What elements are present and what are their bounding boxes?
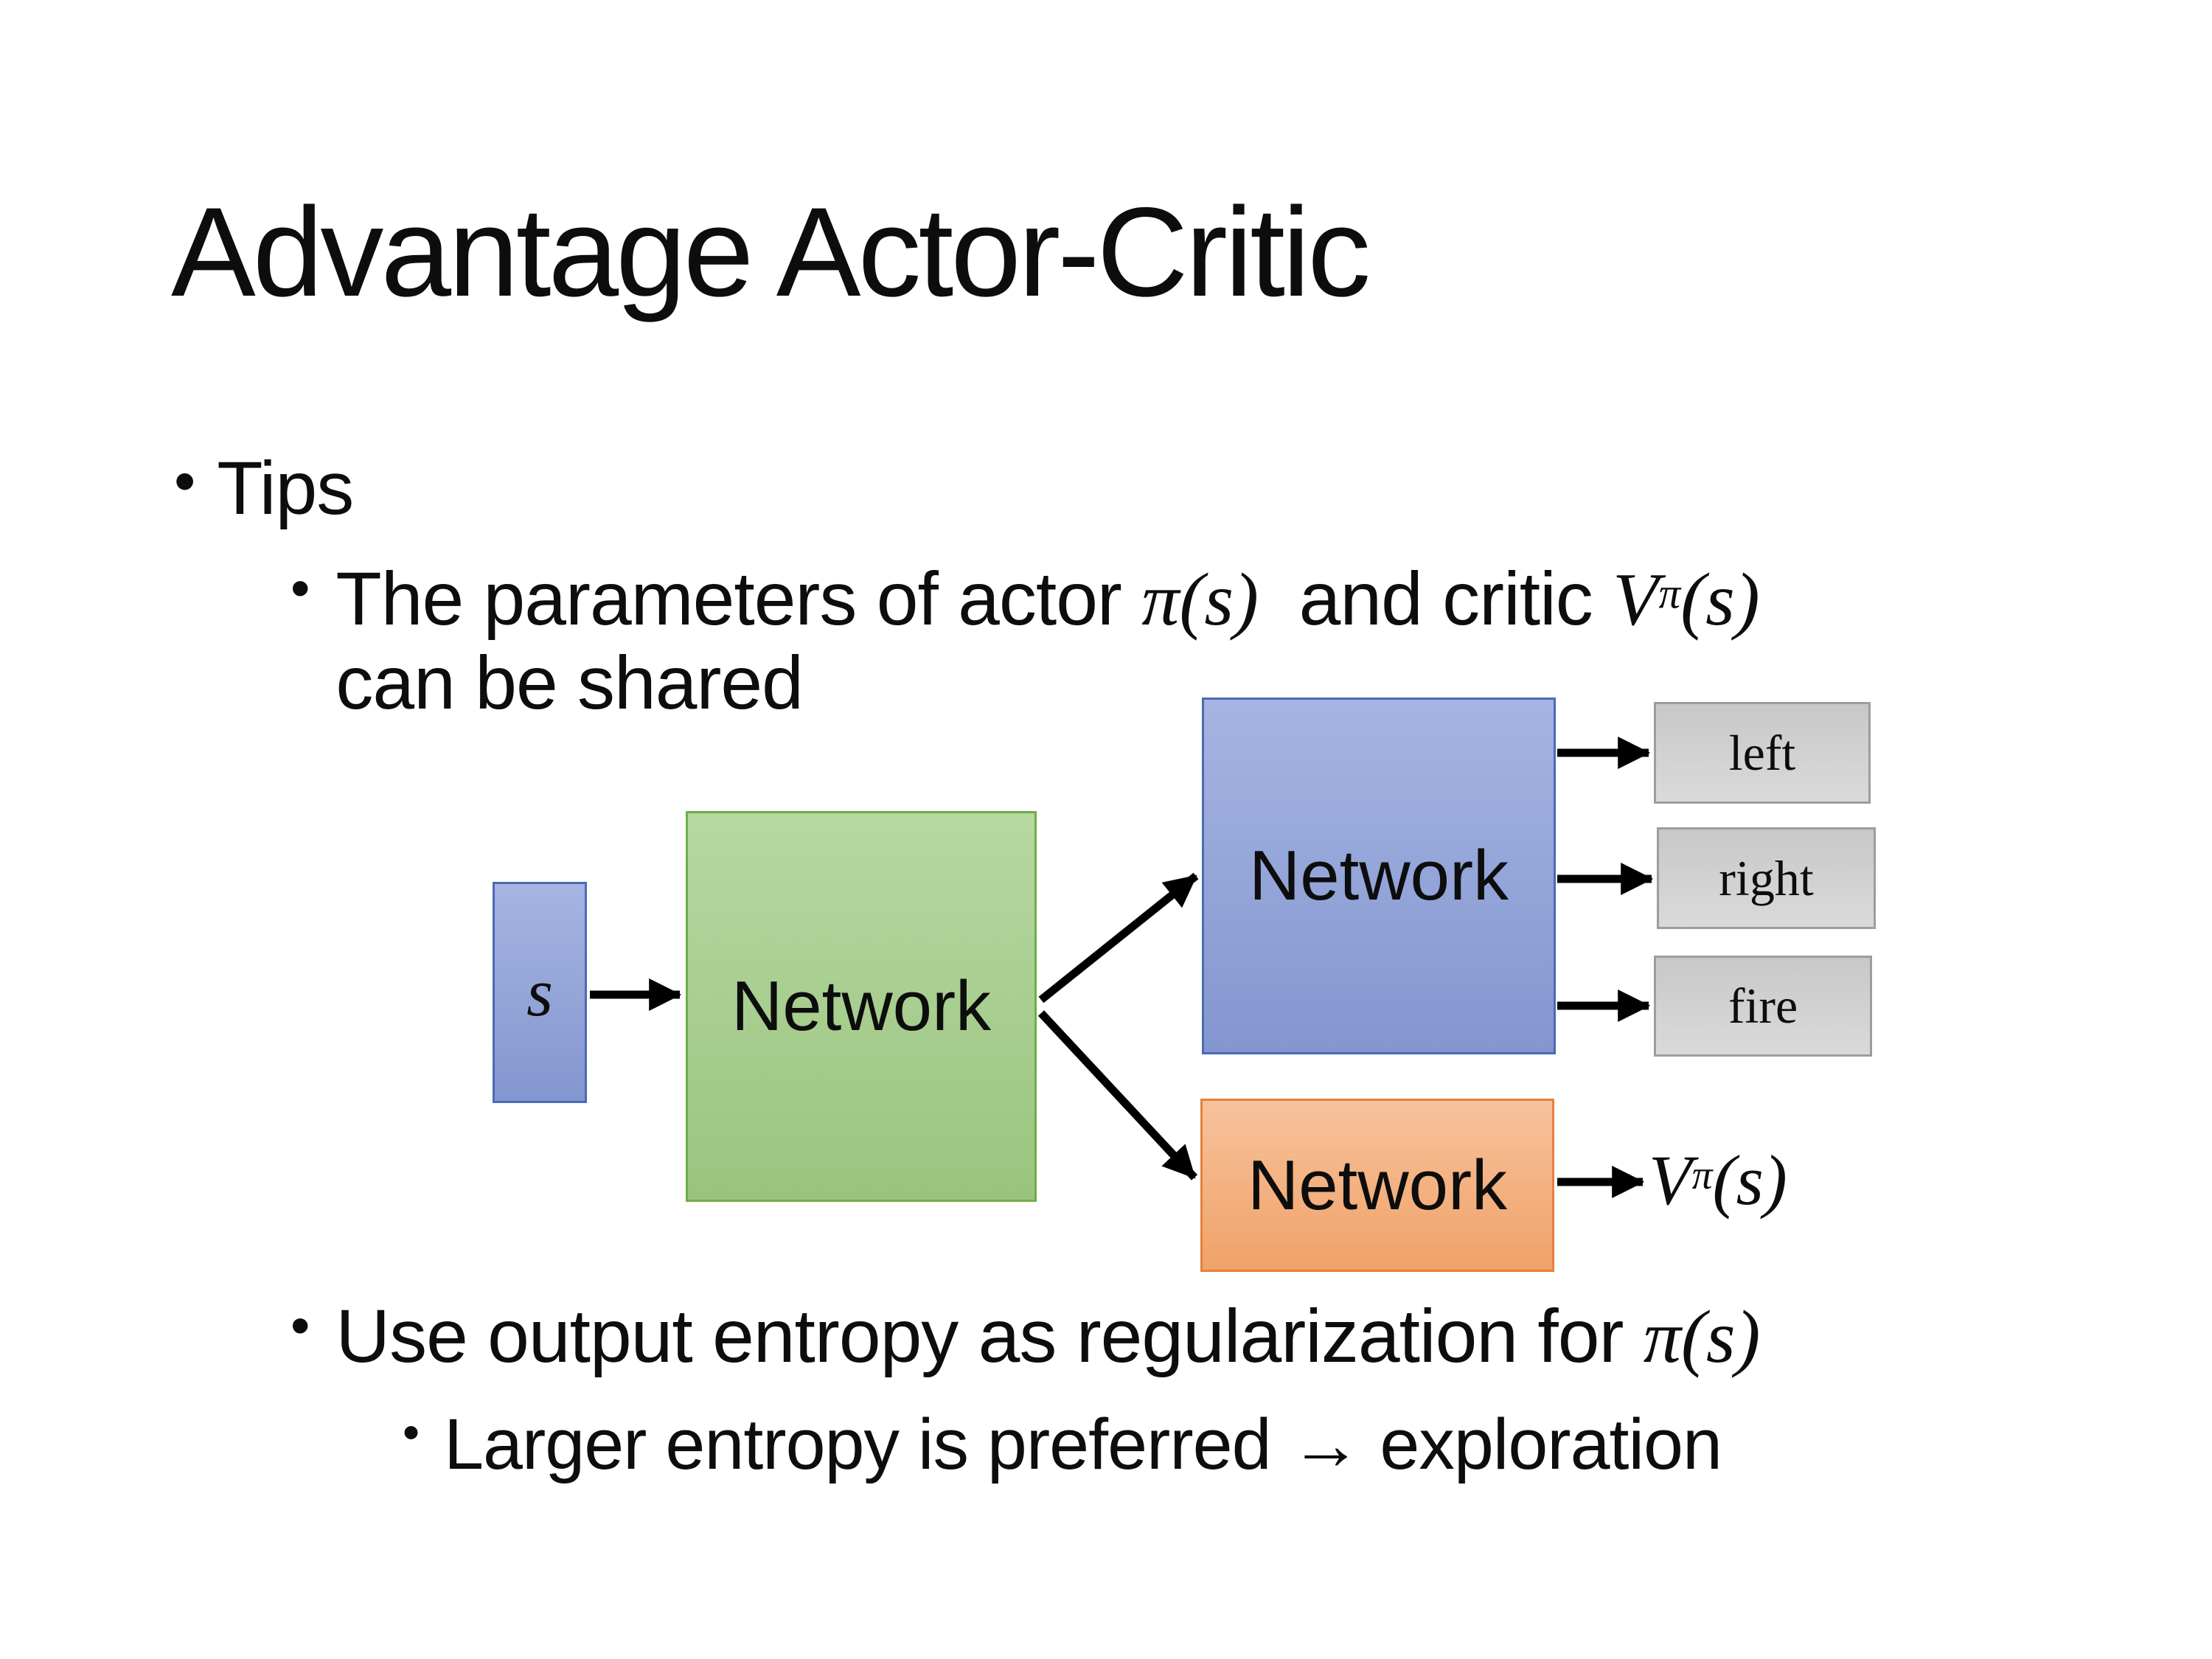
critic-network-label: Network bbox=[1247, 1145, 1508, 1225]
bullet-dot: • bbox=[403, 1405, 420, 1459]
action-left-box: left bbox=[1654, 702, 1871, 804]
exploration-text: Larger entropy is preferred → exploratio… bbox=[444, 1404, 1722, 1484]
shared-parameters-text: The parameters of actor π(s) and critic … bbox=[335, 557, 1759, 724]
actor-network-box: Network bbox=[1202, 698, 1556, 1054]
tips-label: Tips bbox=[217, 446, 354, 530]
bullet-dot: • bbox=[174, 446, 195, 515]
slide-title: Advantage Actor-Critic bbox=[171, 181, 1371, 323]
shared-network-box: Network bbox=[686, 811, 1037, 1202]
action-right-box: right bbox=[1657, 827, 1876, 929]
action-fire-label: fire bbox=[1728, 978, 1798, 1034]
policy-math: π(s) bbox=[1643, 1295, 1761, 1379]
entropy-regularization-text: Use output entropy as regularization for… bbox=[335, 1294, 1761, 1379]
critic-value-math: Vπ(s) bbox=[1613, 558, 1760, 641]
shared-parameters-line1: The parameters of actor π(s) and critic … bbox=[335, 557, 1760, 641]
bullet-dot: • bbox=[291, 557, 310, 619]
action-fire-box: fire bbox=[1654, 956, 1872, 1057]
action-left-label: left bbox=[1728, 724, 1796, 781]
state-input-box: s bbox=[493, 882, 587, 1103]
bullet-entropy-regularization: • Use output entropy as regularization f… bbox=[291, 1294, 1761, 1379]
shared-network-label: Network bbox=[731, 967, 992, 1046]
arrow-shared-to-actor bbox=[1038, 872, 1199, 1004]
critic-network-box: Network bbox=[1200, 1099, 1554, 1272]
actor-network-label: Network bbox=[1248, 836, 1509, 915]
value-output-math: Vπ(s) bbox=[1649, 1141, 1787, 1220]
shared-parameters-line2: can be shared bbox=[335, 641, 803, 726]
bullet-dot: • bbox=[291, 1294, 310, 1356]
action-right-label: right bbox=[1719, 849, 1814, 906]
bullet-exploration: • Larger entropy is preferred → explorat… bbox=[403, 1405, 1722, 1484]
bullet-tips: • Tips bbox=[174, 446, 354, 530]
actor-policy-math: π(s) bbox=[1141, 558, 1259, 641]
bullet-shared-parameters: • The parameters of actor π(s) and criti… bbox=[291, 557, 1760, 724]
state-label: s bbox=[526, 955, 553, 1030]
arrow-shared-to-critic bbox=[1037, 1010, 1198, 1180]
